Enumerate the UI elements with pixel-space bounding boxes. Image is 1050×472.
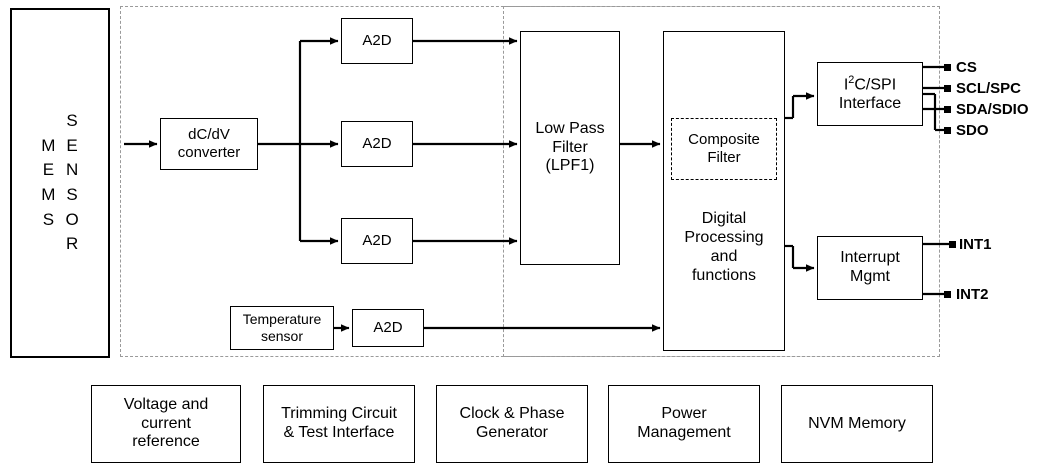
pin-square-sdo xyxy=(944,127,951,134)
interface-i: I xyxy=(843,76,849,94)
digital-processing-label: Digital Processing and functions xyxy=(684,210,764,284)
low-pass-filter-block: Low Pass Filter (LPF1) xyxy=(520,31,620,265)
a2d-block-1: A2D xyxy=(341,18,413,64)
mems-letter: M xyxy=(41,185,56,204)
mems-sensor-col-1: M E M S xyxy=(41,134,55,233)
a2d-block-2: A2D xyxy=(341,121,413,167)
a2d-block-3: A2D xyxy=(341,218,413,264)
bottom-block-trimming-circuit: Trimming Circuit & Test Interface xyxy=(263,385,415,463)
pin-square-cs xyxy=(944,64,951,71)
pin-square-int1 xyxy=(949,241,956,248)
sensor-letter: S xyxy=(66,111,78,131)
temperature-sensor-block: Temperature sensor xyxy=(230,306,334,350)
mems-letter: S xyxy=(42,209,55,229)
interface-label-line1: I2C/SPI xyxy=(844,74,896,95)
pin-square-sda xyxy=(944,106,951,113)
mems-sensor-block: M E M S S E N S O R xyxy=(10,8,110,358)
sensor-letter: S xyxy=(66,185,78,204)
mems-sensor-col-2: S E N S O R xyxy=(65,109,78,257)
pin-label-scl-spc: SCL/SPC xyxy=(956,80,1022,97)
pin-label-sda-sdio: SDA/SDIO xyxy=(956,101,1029,118)
bottom-block-power-management: Power Management xyxy=(608,385,760,463)
sensor-letter: N xyxy=(65,160,79,180)
interface-superscript: 2 xyxy=(848,73,855,86)
interface-c-spi: C/SPI xyxy=(854,76,897,94)
mems-letter: M xyxy=(41,135,56,155)
bottom-block-clock-phase-generator: Clock & Phase Generator xyxy=(436,385,588,463)
interface-label-line2: Interface xyxy=(838,95,902,113)
bottom-block-voltage-current-reference: Voltage and current reference xyxy=(91,385,241,463)
pin-label-cs: CS xyxy=(956,59,977,76)
digital-region-dashed-border xyxy=(503,6,940,357)
mems-letter: E xyxy=(42,160,55,180)
pin-label-int2: INT2 xyxy=(956,286,989,303)
a2d-block-temp: A2D xyxy=(352,309,424,347)
composite-filter-block: Composite Filter xyxy=(671,118,777,180)
interrupt-mgmt-block: Interrupt Mgmt xyxy=(817,236,923,300)
sensor-letter: E xyxy=(66,135,78,155)
sensor-letter: O xyxy=(65,209,79,229)
pin-square-scl xyxy=(944,85,951,92)
bottom-block-nvm-memory: NVM Memory xyxy=(781,385,933,463)
i2c-spi-interface-block: I2C/SPI Interface xyxy=(817,62,923,126)
pin-square-int2 xyxy=(944,291,951,298)
dc-dv-converter-block: dC/dV converter xyxy=(160,118,258,170)
pin-label-int1: INT1 xyxy=(959,236,992,253)
pin-label-sdo: SDO xyxy=(956,122,989,139)
digital-processing-block: Digital Processing and functions xyxy=(663,31,785,351)
sensor-letter: R xyxy=(65,234,79,254)
